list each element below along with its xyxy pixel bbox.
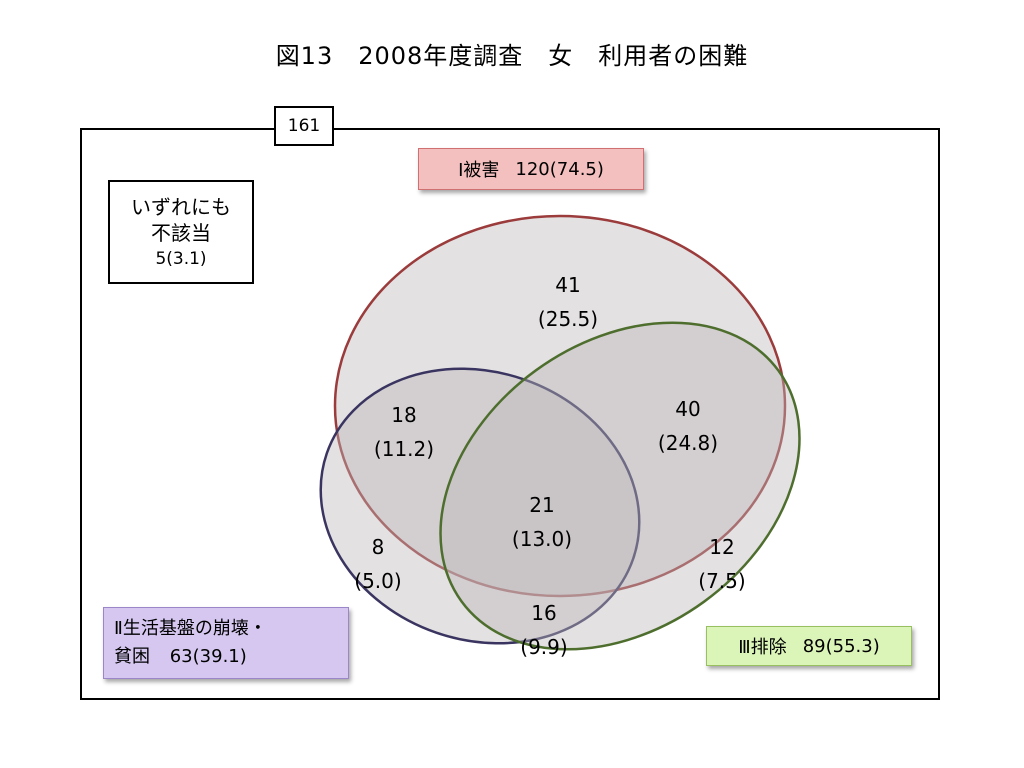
category-exclusion-label: Ⅲ排除 89(55.3) — [706, 626, 912, 666]
region-pct: (13.0) — [511, 527, 573, 551]
region-harm-only: 41 (25.5) — [508, 268, 628, 336]
poverty-label-text2: 貧困 — [114, 646, 150, 667]
diagram-frame — [80, 128, 940, 700]
page-title: 図13 2008年度調査 女 利用者の困難 — [275, 42, 749, 70]
poverty-value: 63(39.1) — [169, 646, 247, 667]
region-count: 8 — [371, 535, 385, 559]
region-harm-poverty: 18 (11.2) — [344, 398, 464, 466]
region-count: 41 — [555, 273, 581, 297]
region-pct: (24.8) — [657, 431, 719, 455]
region-poverty-exclusion: 16 (9.9) — [484, 596, 604, 664]
region-count: 40 — [675, 397, 701, 421]
region-poverty-only: 8 (5.0) — [318, 530, 438, 598]
region-exclusion-only: 12 (7.5) — [662, 530, 782, 598]
exclusion-label-text: Ⅲ排除 — [738, 637, 787, 658]
region-all-three: 21 (13.0) — [482, 488, 602, 556]
none-label-line1: いずれにも — [131, 194, 231, 219]
none-applicable-box: いずれにも 不該当 5(3.1) — [108, 180, 254, 284]
poverty-label-text: Ⅱ生活基盤の崩壊・ — [114, 618, 267, 640]
region-pct: (11.2) — [373, 437, 435, 461]
harm-label-text: Ⅰ被害 — [458, 160, 500, 181]
region-pct: (7.5) — [698, 569, 746, 593]
set-exclusion-ellipse — [439, 321, 801, 651]
region-count: 16 — [531, 601, 557, 625]
none-label-line2: 不該当 — [151, 220, 211, 245]
category-poverty-label: Ⅱ生活基盤の崩壊・ 貧困 63(39.1) — [103, 607, 349, 679]
set-harm-ellipse — [333, 214, 787, 598]
exclusion-value: 89(55.3) — [802, 635, 880, 657]
region-count: 21 — [529, 493, 555, 517]
region-pct: (5.0) — [354, 569, 402, 593]
category-harm-label: Ⅰ被害 120(74.5) — [418, 148, 644, 190]
region-pct: (9.9) — [520, 635, 568, 659]
total-count-box: 161 — [274, 106, 334, 146]
region-harm-exclusion: 40 (24.8) — [628, 392, 748, 460]
region-pct: (25.5) — [537, 307, 599, 331]
region-count: 18 — [391, 403, 417, 427]
harm-value: 120(74.5) — [515, 158, 604, 180]
none-value: 5(3.1) — [155, 248, 207, 269]
region-count: 12 — [709, 535, 735, 559]
